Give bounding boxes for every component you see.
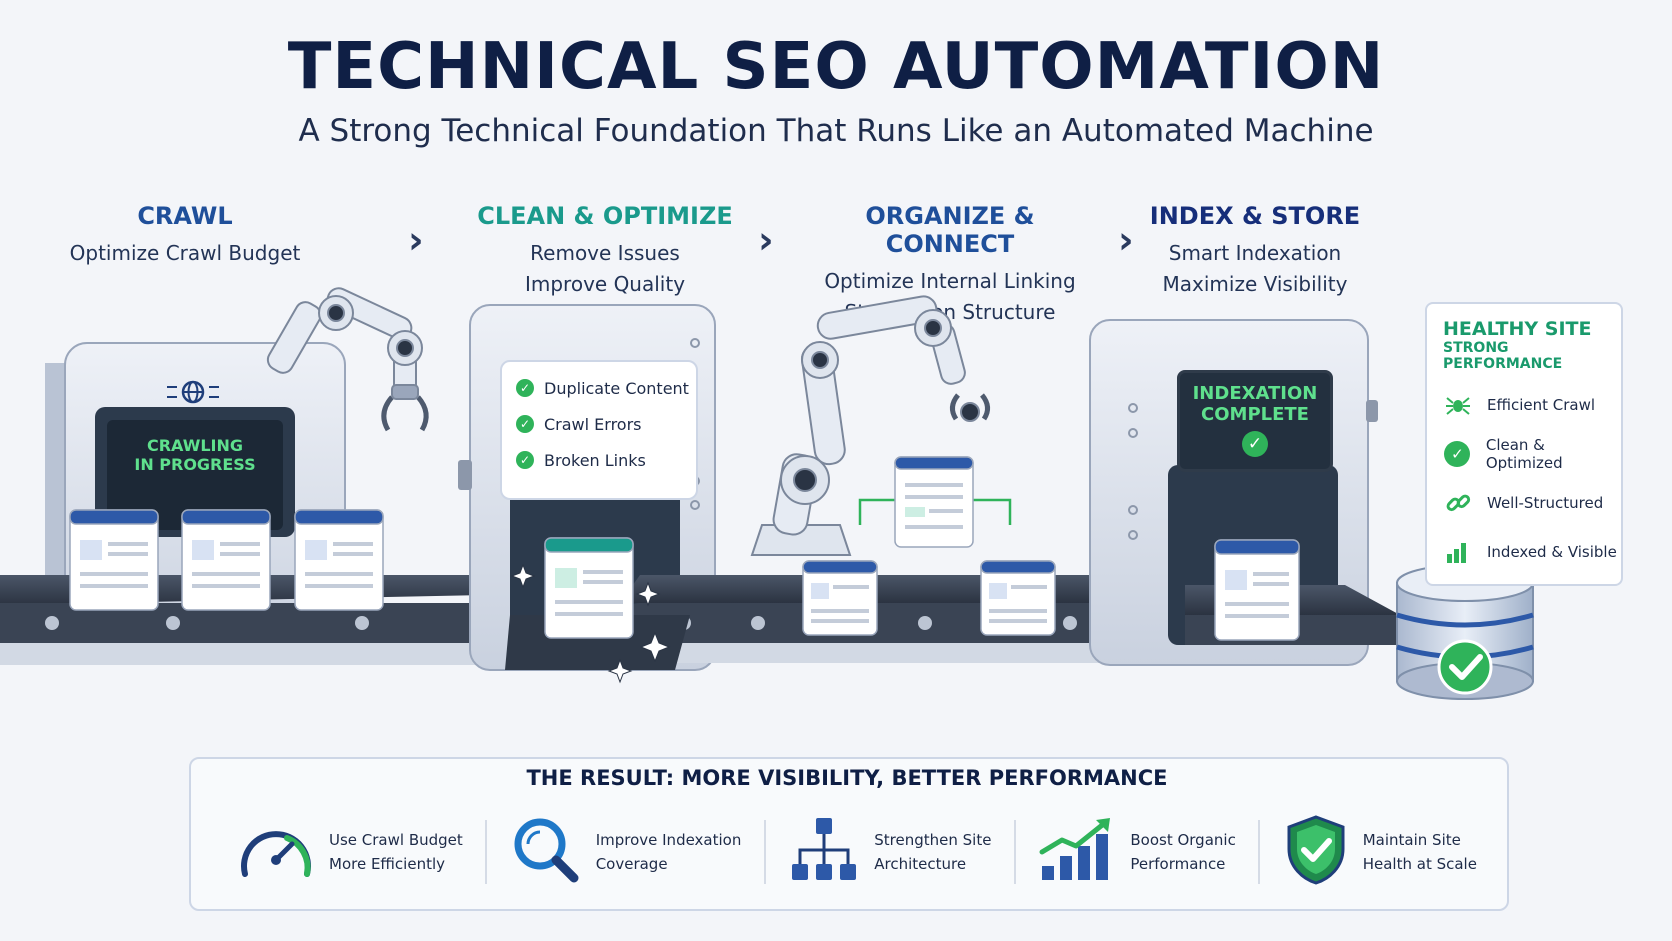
check-item: ✓ Crawl Errors: [516, 406, 696, 442]
gauge-icon: [237, 814, 315, 890]
check-label: Crawl Errors: [544, 414, 642, 434]
bar-chart-icon: [1443, 539, 1473, 565]
health-item: Well-Structured: [1443, 478, 1621, 527]
result-line: More Efficiently: [329, 855, 446, 873]
result-line: Performance: [1130, 855, 1226, 873]
divider: [485, 820, 488, 884]
check-item: ✓ Broken Links: [516, 442, 696, 478]
screen-line: COMPLETE: [1201, 404, 1309, 425]
check-circle-icon: ✓: [516, 451, 534, 469]
result-line: Maintain Site: [1362, 831, 1461, 849]
result-line: Architecture: [874, 855, 967, 873]
result-line: Coverage: [595, 855, 668, 873]
chevron-right-icon: ›: [408, 218, 424, 262]
page-title: TECHNICAL SEO AUTOMATION: [287, 30, 1385, 104]
screen-line: CRAWLING: [146, 436, 244, 455]
spider-icon: [1443, 392, 1473, 418]
check-label: Broken Links: [544, 450, 646, 470]
robot-arm-1: [266, 287, 429, 432]
screen-line: INDEXATION: [1192, 383, 1318, 404]
divider: [763, 820, 766, 884]
check-circle-icon: [1437, 639, 1493, 695]
chevron-right-icon: ›: [758, 218, 774, 262]
automation-line-illustration: [0, 287, 1534, 700]
shield-check-icon: [1283, 813, 1349, 891]
chevron-right-icon: ›: [1118, 218, 1134, 262]
health-item-label: Well-Structured: [1487, 493, 1604, 512]
check-circle-icon: ✓: [1443, 440, 1472, 467]
screen-line: IN PROGRESS: [134, 455, 256, 474]
stage-line: Remove Issues: [530, 241, 680, 265]
panel-title: HEALTHY SITE: [1443, 318, 1592, 340]
stage-line: Optimize Crawl Budget: [69, 241, 301, 265]
robot-arm-2: [750, 295, 990, 556]
document-icons: [69, 456, 1300, 641]
result-line: Boost Organic: [1130, 831, 1236, 849]
check-circle-icon: ✓: [1242, 431, 1268, 457]
stage-title: INDEX & STORE: [1149, 202, 1361, 230]
check-label: Duplicate Content: [544, 378, 689, 398]
stage-index: INDEX & STORE Smart Indexation Maximize …: [1140, 202, 1370, 300]
divider: [1258, 820, 1261, 884]
result-panel: [189, 757, 1509, 911]
result-line: Improve Indexation: [595, 831, 742, 849]
stage-line: Maximize Visibility: [1162, 272, 1348, 296]
health-item-label: Clean & Optimized: [1485, 435, 1563, 472]
check-item: ✓ Duplicate Content: [516, 370, 696, 406]
result-line: Health at Scale: [1362, 855, 1477, 873]
stage-title: CLEAN & OPTIMIZE: [477, 202, 733, 230]
crawl-status-screen: CRAWLING IN PROGRESS: [107, 430, 283, 496]
sitemap-icon: [788, 814, 860, 890]
healthy-site-panel: HEALTHY SITE STRONG PERFORMANCE Efficien…: [1425, 302, 1623, 586]
divider: [1013, 820, 1016, 884]
result-line: Strengthen Site: [874, 831, 992, 849]
growth-chart-icon: [1038, 814, 1116, 890]
panel-subtitle: STRONG PERFORMANCE: [1443, 340, 1563, 372]
health-item: ✓ Clean & Optimized: [1443, 429, 1621, 478]
stage-line: Improve Quality: [524, 272, 686, 296]
health-item-label: Indexed & Visible: [1487, 542, 1617, 561]
result-title: THE RESULT: MORE VISIBILITY, BETTER PERF…: [526, 766, 1168, 790]
check-circle-icon: ✓: [516, 379, 534, 397]
stage-clean: CLEAN & OPTIMIZE Remove Issues Improve Q…: [465, 202, 745, 300]
health-item: Efficient Crawl: [1443, 380, 1621, 429]
stage-title: ORGANIZE & CONNECT: [865, 202, 1035, 258]
stage-line: Optimize Internal Linking: [824, 269, 1076, 293]
health-item: Indexed & Visible: [1443, 527, 1621, 576]
index-status-screen: INDEXATION COMPLETE ✓: [1177, 370, 1333, 472]
stage-title: CRAWL: [137, 202, 233, 230]
link-icon: [1443, 490, 1473, 516]
sparkle-icons: [510, 563, 671, 684]
page-subtitle: A Strong Technical Foundation That Runs …: [298, 113, 1374, 149]
result-line: Use Crawl Budget: [329, 831, 463, 849]
magnifier-icon: [510, 814, 582, 890]
check-circle-icon: ✓: [516, 415, 534, 433]
stage-crawl: CRAWL Optimize Crawl Budget: [60, 202, 310, 269]
health-item-label: Efficient Crawl: [1487, 395, 1596, 414]
stage-line: Smart Indexation: [1168, 241, 1342, 265]
issues-checklist-panel: ✓ Duplicate Content ✓ Crawl Errors ✓ Broken…: [500, 360, 698, 500]
